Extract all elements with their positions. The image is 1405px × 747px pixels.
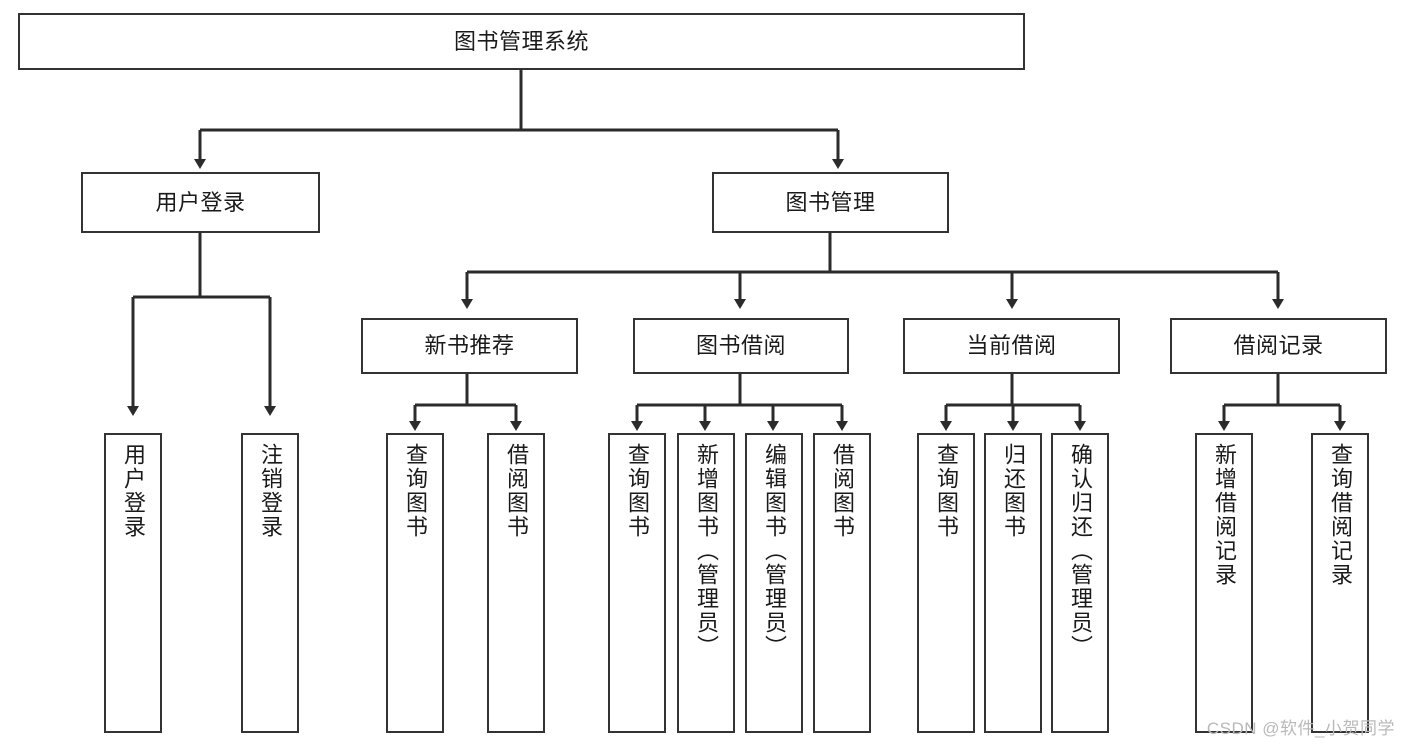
node-label: 借阅记录 xyxy=(1233,333,1324,359)
node-label: 确认归还（管理员） xyxy=(1068,443,1093,659)
node-leaf-return-book[interactable]: 归还图书 xyxy=(984,433,1042,733)
node-leaf-query-book-current[interactable]: 查询图书 xyxy=(917,433,975,733)
node-new-book-recommend[interactable]: 新书推荐 xyxy=(361,318,578,374)
node-leaf-query-borrow-record[interactable]: 查询借阅记录 xyxy=(1311,433,1369,733)
node-label: 图书借阅 xyxy=(695,333,786,359)
node-leaf-query-book-recommend[interactable]: 查询图书 xyxy=(386,433,444,733)
node-leaf-query-book[interactable]: 查询图书 xyxy=(608,433,666,733)
node-label: 图书管理系统 xyxy=(453,28,589,54)
node-label: 借阅图书 xyxy=(504,443,529,539)
node-leaf-borrow-book-recommend[interactable]: 借阅图书 xyxy=(487,433,545,733)
node-leaf-user-login[interactable]: 用户登录 xyxy=(104,433,162,733)
node-label: 新书推荐 xyxy=(424,333,515,359)
watermark: CSDN @软件_小贺同学 xyxy=(1206,719,1395,738)
node-label: 新增借阅记录 xyxy=(1212,443,1237,587)
node-label: 查询图书 xyxy=(934,443,959,539)
node-label: 查询图书 xyxy=(625,443,650,539)
node-label: 新增图书（管理员） xyxy=(694,443,719,659)
node-label: 用户登录 xyxy=(155,189,246,215)
node-leaf-confirm-return-admin[interactable]: 确认归还（管理员） xyxy=(1051,433,1109,733)
node-book-management[interactable]: 图书管理 xyxy=(712,172,949,233)
node-label: 用户登录 xyxy=(121,443,146,539)
node-borrow-record[interactable]: 借阅记录 xyxy=(1170,318,1387,374)
node-leaf-logout[interactable]: 注销登录 xyxy=(241,433,299,733)
node-label: 当前借阅 xyxy=(966,333,1057,359)
node-label: 图书管理 xyxy=(785,189,876,215)
node-label: 借阅图书 xyxy=(830,443,855,539)
node-leaf-add-book-admin[interactable]: 新增图书（管理员） xyxy=(677,433,735,733)
node-leaf-add-borrow-record[interactable]: 新增借阅记录 xyxy=(1195,433,1253,733)
node-label: 查询图书 xyxy=(403,443,428,539)
node-label: 编辑图书（管理员） xyxy=(762,443,787,659)
node-user-login[interactable]: 用户登录 xyxy=(81,172,320,233)
node-leaf-edit-book-admin[interactable]: 编辑图书（管理员） xyxy=(745,433,803,733)
node-current-borrow[interactable]: 当前借阅 xyxy=(903,318,1120,374)
node-label: 注销登录 xyxy=(258,443,283,539)
node-label: 归还图书 xyxy=(1001,443,1026,539)
node-root[interactable]: 图书管理系统 xyxy=(18,13,1025,70)
node-book-borrow[interactable]: 图书借阅 xyxy=(633,318,849,374)
node-leaf-borrow-book[interactable]: 借阅图书 xyxy=(813,433,871,733)
node-label: 查询借阅记录 xyxy=(1328,443,1353,587)
